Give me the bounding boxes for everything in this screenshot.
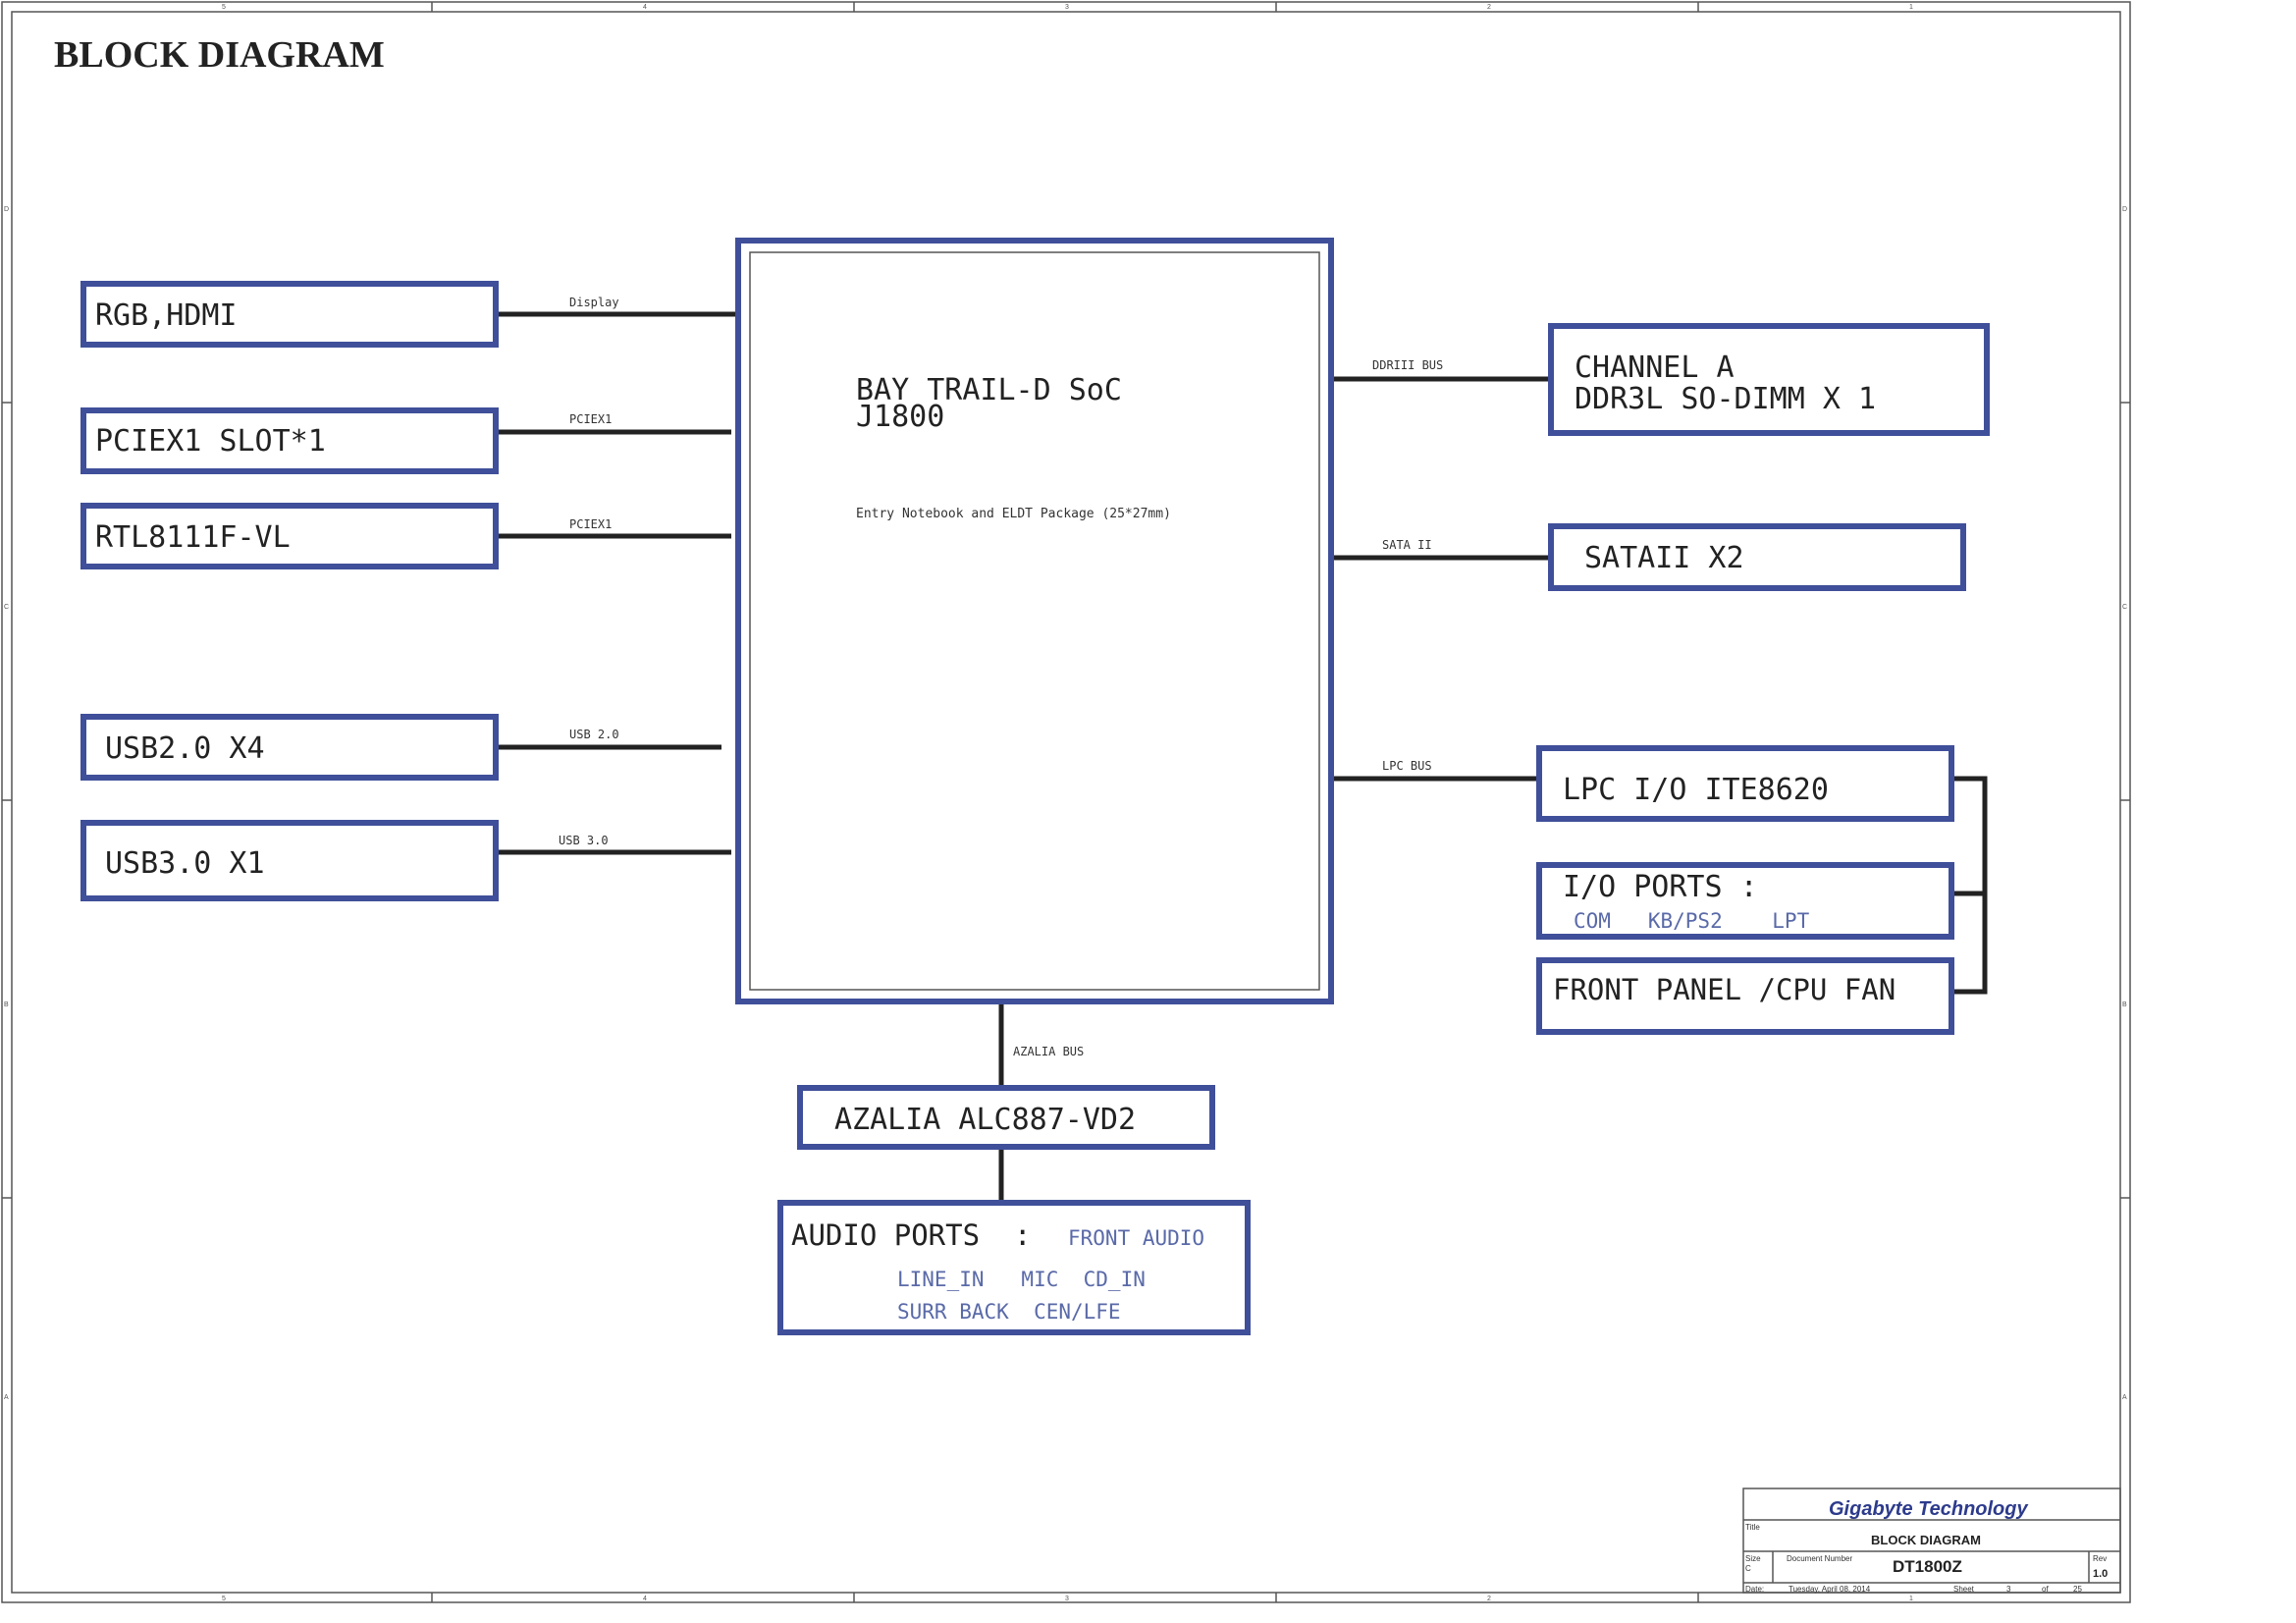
zone-right-c: C bbox=[2122, 604, 2127, 611]
title-block-size: C bbox=[1745, 1564, 1751, 1573]
title-block-rev: 1.0 bbox=[2093, 1568, 2108, 1580]
block-front-panel-label: FRONT PANEL /CPU FAN bbox=[1553, 973, 1896, 1006]
zone-bottom-5: 5 bbox=[222, 1596, 226, 1602]
block-pciex1-slot bbox=[80, 407, 499, 474]
title-block-doc-number: DT1800Z bbox=[1893, 1557, 1962, 1576]
bus-labels: Display PCIEX1 PCIEX1 USB 2.0 USB 3.0 DD… bbox=[559, 296, 1443, 1058]
zone-left-b: B bbox=[4, 1001, 9, 1008]
block-usb3 bbox=[80, 820, 499, 901]
block-lpc-io bbox=[1536, 745, 1954, 822]
block-rgb-hdmi-label: RGB,HDMI bbox=[95, 298, 238, 333]
bus-label-pciex1-slot: PCIEX1 bbox=[569, 412, 612, 426]
block-azalia-label: AZALIA ALC887-VD2 bbox=[834, 1103, 1136, 1137]
title-block-sheet-label: Sheet bbox=[1953, 1585, 1975, 1594]
title-block-rev-label: Rev bbox=[2093, 1554, 2107, 1563]
drawing-frame bbox=[1, 1, 2131, 1603]
zone-left-a: A bbox=[4, 1394, 9, 1401]
title-block-of: 25 bbox=[2073, 1585, 2082, 1594]
zone-top-5: 5 bbox=[222, 4, 226, 11]
wire-lpc-right-bus bbox=[1951, 776, 1988, 995]
block-audio-ports-label: AUDIO PORTS : bbox=[791, 1218, 1031, 1252]
block-audio-front: FRONT AUDIO bbox=[1068, 1226, 1204, 1250]
block-audio-line3: SURR BACK CEN/LFE bbox=[897, 1300, 1121, 1324]
block-pciex1-slot-label: PCIEX1 SLOT*1 bbox=[95, 424, 326, 459]
title-block-size-label: Size bbox=[1745, 1554, 1761, 1563]
title-block-title-label: Title bbox=[1745, 1523, 1760, 1532]
zone-left-d: D bbox=[4, 206, 9, 213]
soc-model: J1800 bbox=[856, 400, 944, 434]
title-block-company: Gigabyte Technology bbox=[1829, 1498, 2028, 1520]
block-usb2-label: USB2.0 X4 bbox=[105, 731, 265, 766]
block-audio-ports bbox=[777, 1200, 1251, 1335]
page-title: BLOCK DIAGRAM bbox=[54, 34, 385, 76]
block-io-ports bbox=[1536, 862, 1954, 940]
zone-right-b: B bbox=[2122, 1001, 2127, 1008]
block-sata bbox=[1548, 523, 1966, 591]
zone-bottom-1: 1 bbox=[1909, 1596, 1913, 1602]
bottom-blocks: AZALIA ALC887-VD2 AUDIO PORTS : FRONT AU… bbox=[777, 1085, 1251, 1335]
block-sata-label: SATAII X2 bbox=[1584, 541, 1744, 575]
zone-top-3: 3 bbox=[1065, 4, 1069, 11]
block-lpc-io-label: LPC I/O ITE8620 bbox=[1563, 773, 1829, 807]
title-block: Gigabyte Technology Title BLOCK DIAGRAM … bbox=[1742, 1488, 2121, 1594]
bus-label-usb2: USB 2.0 bbox=[569, 728, 619, 741]
zone-left-c: C bbox=[4, 604, 9, 611]
block-front-panel bbox=[1536, 957, 1954, 1035]
bus-label-lpc: LPC BUS bbox=[1382, 759, 1432, 773]
bus-wires bbox=[496, 311, 1988, 1203]
title-block-doc-label: Document Number bbox=[1787, 1554, 1852, 1563]
block-memory-line2: DDR3L SO-DIMM X 1 bbox=[1575, 382, 1876, 416]
zone-right-d: D bbox=[2122, 206, 2127, 213]
block-memory-line1: CHANNEL A bbox=[1575, 351, 1735, 385]
bus-label-azalia: AZALIA BUS bbox=[1013, 1045, 1084, 1058]
zone-right-a: A bbox=[2122, 1394, 2127, 1401]
soc-block: BAY TRAIL-D SoC J1800 Entry Notebook and… bbox=[735, 238, 1334, 1004]
block-rtl8111f-label: RTL8111F-VL bbox=[95, 520, 291, 555]
zone-top-2: 2 bbox=[1487, 4, 1491, 11]
title-block-of-label: of bbox=[2042, 1585, 2049, 1594]
block-rgb-hdmi bbox=[80, 281, 499, 348]
left-blocks: RGB,HDMI PCIEX1 SLOT*1 RTL8111F-VL USB2.… bbox=[80, 281, 499, 901]
block-io-ports-label: I/O PORTS : bbox=[1563, 870, 1758, 904]
block-audio-line2: LINE_IN MIC CD_IN bbox=[897, 1268, 1146, 1291]
block-memory bbox=[1548, 323, 1990, 436]
zone-bottom-3: 3 bbox=[1065, 1596, 1069, 1602]
bus-label-display: Display bbox=[569, 296, 619, 309]
bus-label-sata: SATA II bbox=[1382, 538, 1432, 552]
zone-top-1: 1 bbox=[1909, 4, 1913, 11]
block-usb3-label: USB3.0 X1 bbox=[105, 846, 265, 881]
soc-package: Entry Notebook and ELDT Package (25*27mm… bbox=[856, 507, 1171, 521]
bus-label-usb3: USB 3.0 bbox=[559, 834, 609, 847]
right-blocks: CHANNEL A DDR3L SO-DIMM X 1 SATAII X2 LP… bbox=[1536, 323, 1990, 1035]
block-io-ports-sub: COM KB/PS2 LPT bbox=[1574, 909, 1810, 933]
title-block-date-label: Date: bbox=[1745, 1585, 1764, 1594]
title-block-date: Tuesday, April 08, 2014 bbox=[1789, 1585, 1871, 1594]
zone-top-4: 4 bbox=[643, 4, 647, 11]
title-block-sheet: 3 bbox=[2006, 1585, 2011, 1594]
block-usb2 bbox=[80, 714, 499, 781]
block-rtl8111f bbox=[80, 503, 499, 569]
bus-label-pciex1-lan: PCIEX1 bbox=[569, 517, 612, 531]
block-azalia bbox=[797, 1085, 1215, 1150]
bus-label-ddr: DDRIII BUS bbox=[1372, 358, 1443, 372]
zone-bottom-4: 4 bbox=[643, 1596, 647, 1602]
soc-name: BAY TRAIL-D SoC bbox=[856, 373, 1122, 407]
zone-bottom-2: 2 bbox=[1487, 1596, 1491, 1602]
title-block-title: BLOCK DIAGRAM bbox=[1871, 1533, 1981, 1547]
zone-markers: 5 4 3 2 1 5 4 3 2 1 D C B A D C B A bbox=[4, 4, 2127, 1602]
